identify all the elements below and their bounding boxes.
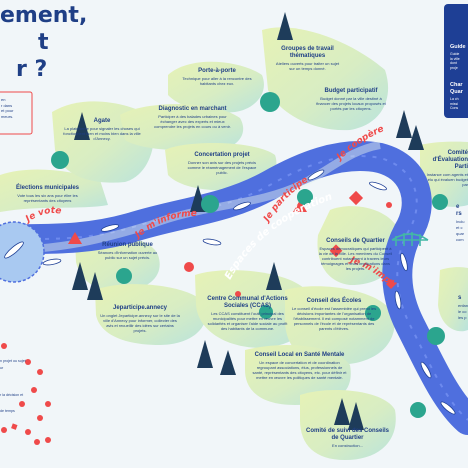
start-circle: [0, 221, 45, 283]
river: [0, 141, 468, 435]
legend-shapes: [1, 343, 51, 445]
page-title: ement, t r ?: [0, 3, 88, 82]
legend-item-4: de temps: [0, 409, 15, 413]
legend-item-2: ur: [0, 366, 4, 370]
right-partial-a: e rs Inclu et c quar com: [456, 204, 465, 242]
node-comite-suivi: Comité de suivi des Conseils de Quartier…: [305, 428, 390, 448]
trees: [51, 12, 448, 430]
label-je-vote: Je vote: [23, 206, 62, 226]
right-partial-b: s enfan le co les p: [458, 295, 468, 320]
legend-item-1: n projet ou sujet: [0, 359, 26, 363]
kayaks: [42, 169, 456, 415]
intro-box: [0, 91, 33, 135]
legend-item-3: r la décision et: [0, 393, 24, 397]
node-ccas: Centre Communal d'Actions Sociales (CCAS…: [207, 296, 288, 331]
bridge-icon: [391, 232, 429, 246]
step-markers: [68, 190, 396, 297]
